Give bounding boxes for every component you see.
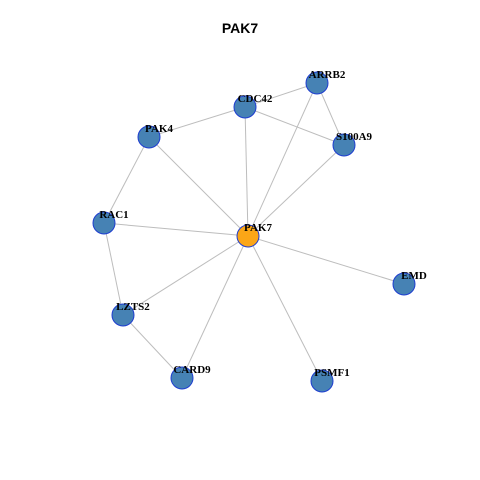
node-label-psmf1: PSMF1 [314, 367, 349, 379]
edge-pak7-emd [247, 235, 405, 285]
node-label-cdc42: CDC42 [238, 93, 273, 105]
node-s100a9[interactable] [332, 133, 356, 157]
node-emd[interactable] [392, 272, 416, 296]
node-label-s100a9: S100A9 [336, 131, 373, 143]
edge-cdc42-arrb2 [244, 82, 318, 108]
node-label-card9: CARD9 [173, 364, 211, 376]
edge-lzts2-card9 [122, 314, 183, 379]
edge-pak4-rac1 [103, 136, 150, 224]
graph-title: PAK7 [221, 20, 259, 36]
edge-rac1-lzts2 [103, 222, 124, 316]
node-layer [92, 71, 416, 393]
node-psmf1[interactable] [310, 369, 334, 393]
node-pak4[interactable] [137, 125, 161, 149]
edge-pak7-rac1 [103, 222, 249, 237]
edge-pak7-psmf1 [247, 235, 323, 382]
node-cdc42[interactable] [233, 95, 257, 119]
node-lzts2[interactable] [111, 303, 135, 327]
edge-pak7-s100a9 [247, 144, 345, 237]
node-arrb2[interactable] [305, 71, 329, 95]
node-rac1[interactable] [92, 211, 116, 235]
node-label-emd: EMD [401, 270, 427, 282]
edge-cdc42-s100a9 [244, 106, 345, 146]
edge-cdc42-pak4 [148, 106, 246, 138]
edge-pak7-cdc42 [244, 106, 249, 237]
edge-pak7-pak4 [148, 136, 249, 237]
node-label-lzts2: LZTS2 [116, 301, 150, 313]
node-label-arrb2: ARRB2 [309, 69, 346, 81]
edge-pak7-card9 [181, 235, 249, 379]
edge-pak7-lzts2 [122, 235, 249, 316]
edge-pak7-arrb2 [247, 82, 318, 237]
node-pak7[interactable] [236, 224, 260, 248]
node-label-rac1: RAC1 [99, 209, 128, 221]
node-label-pak4: PAK4 [145, 123, 173, 135]
node-card9[interactable] [170, 366, 194, 390]
node-label-pak7: PAK7 [244, 222, 272, 234]
